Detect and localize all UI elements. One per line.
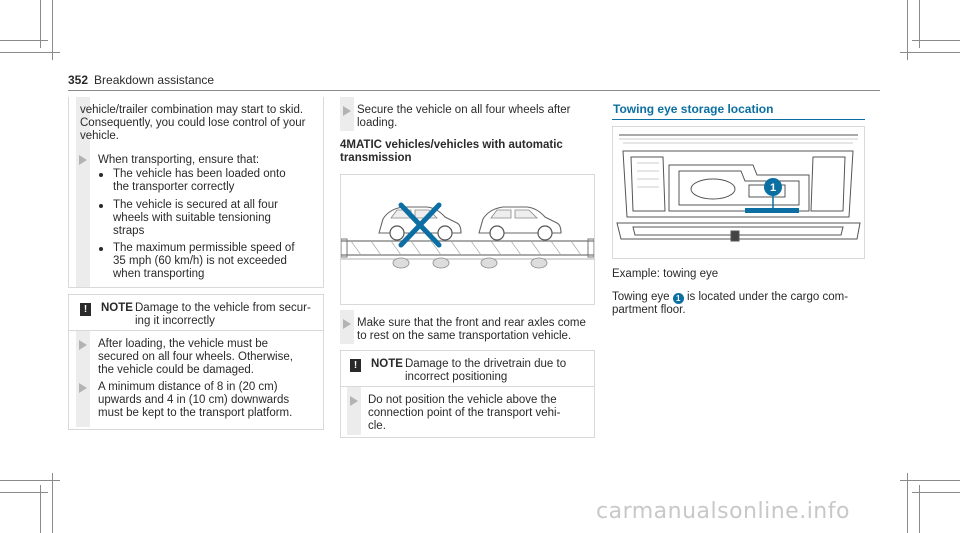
- cars-on-transporter-illustration: [340, 202, 595, 269]
- crop-mark: [52, 0, 53, 60]
- step-bar: [347, 387, 361, 435]
- note-box: [340, 350, 595, 438]
- step-arrow-icon: [343, 319, 351, 329]
- crop-mark: [919, 485, 920, 533]
- body-text-start: Towing eye: [612, 291, 670, 303]
- step-arrow-icon: [79, 383, 87, 393]
- image-caption: Example: towing eye: [612, 268, 719, 280]
- section-title: Breakdown assistance: [94, 73, 215, 87]
- crop-mark: [912, 40, 960, 41]
- crop-mark: [0, 492, 48, 493]
- step-text: Do not position the vehicle above the co…: [368, 394, 561, 432]
- step-bar: [76, 97, 90, 287]
- section-heading: 4MATIC vehicles/vehicles with automatic …: [340, 139, 563, 164]
- crop-mark: [40, 485, 41, 533]
- crop-mark: [900, 480, 960, 481]
- note-divider: [341, 386, 594, 387]
- header-rule: [68, 90, 880, 91]
- section-heading: Towing eye storage location: [613, 102, 774, 116]
- bullet-icon: [99, 247, 103, 251]
- step-arrow-icon: [343, 106, 351, 116]
- cargo-compartment-illustration: 1: [616, 134, 861, 242]
- body-text: Towing eye 1 is located under the cargo …: [612, 291, 848, 317]
- crop-mark: [52, 473, 53, 533]
- bullet-text: The vehicle has been loaded onto the tra…: [113, 168, 286, 193]
- heading-rule: [612, 119, 865, 120]
- page-header: 352 Breakdown assistance: [68, 74, 214, 88]
- step-arrow-icon: [79, 340, 87, 350]
- watermark: carmanualsonline.info: [596, 499, 850, 524]
- step-bar: [76, 331, 90, 427]
- note-box: [68, 294, 324, 430]
- bullet-icon: [99, 173, 103, 177]
- note-label: NOTE: [371, 358, 403, 370]
- warning-icon: !: [350, 359, 361, 372]
- instruction-box: [68, 97, 324, 288]
- step-text: Make sure that the front and rear axles …: [357, 317, 586, 342]
- callout-1-icon: 1: [672, 293, 684, 304]
- crop-mark: [0, 480, 60, 481]
- page-number: 352: [68, 73, 89, 87]
- crop-mark: [907, 473, 908, 533]
- warning-icon: !: [80, 303, 91, 316]
- note-text: Damage to the vehicle from secur- ing it…: [135, 302, 311, 327]
- cargo-illustration: 1: [612, 126, 865, 259]
- crop-mark: [907, 0, 908, 60]
- step-arrow-icon: [350, 396, 358, 406]
- note-label: NOTE: [101, 302, 133, 314]
- bullet-text: The maximum permissible speed of 35 mph …: [113, 242, 295, 280]
- callout-number: 1: [770, 182, 776, 194]
- body-text-end: is located under the cargo com- partment…: [612, 291, 849, 316]
- bullet-text: The vehicle is secured at all four wheel…: [113, 199, 278, 237]
- step-text: When transporting, ensure that:: [98, 154, 260, 166]
- crop-mark: [912, 492, 960, 493]
- crop-mark: [40, 0, 41, 48]
- step-arrow-icon: [79, 155, 87, 165]
- note-text: Damage to the drivetrain due to incorrec…: [405, 358, 567, 383]
- intro-text: vehicle/trailer combination may start to…: [80, 104, 306, 142]
- crop-mark: [0, 40, 48, 41]
- step-text: After loading, the vehicle must be secur…: [98, 338, 293, 376]
- step-text: A minimum distance of 8 in (20 cm) upwar…: [98, 381, 293, 419]
- towing-eye-highlight: [745, 208, 799, 213]
- crop-mark: [919, 0, 920, 48]
- prohibited-x-icon: [398, 202, 442, 248]
- crop-mark: [0, 52, 60, 53]
- step-text: Secure the vehicle on all four wheels af…: [357, 104, 571, 129]
- bullet-icon: [99, 204, 103, 208]
- transport-illustration: [340, 174, 595, 305]
- callout-1-icon: [764, 178, 782, 196]
- crop-mark: [900, 52, 960, 53]
- note-divider: [69, 330, 323, 331]
